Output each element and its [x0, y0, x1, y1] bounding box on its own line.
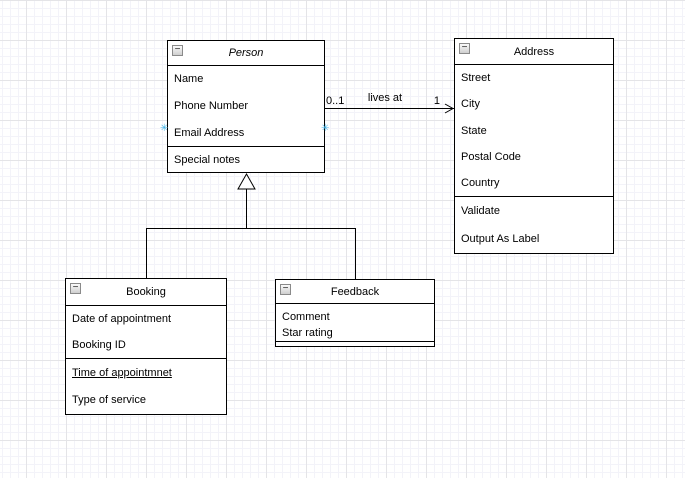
- attribute-row: Name: [174, 73, 204, 86]
- attribute-row: Country: [461, 176, 500, 189]
- class-person[interactable]: − Person Name Phone Number Email Address…: [167, 40, 325, 173]
- attribute-row: State: [461, 124, 487, 137]
- method-row: Validate: [461, 205, 500, 217]
- attribute-row: Comment: [282, 311, 330, 323]
- class-address[interactable]: − Address Street City State Postal Code …: [454, 38, 614, 254]
- connector-segment-horizontal[interactable]: [146, 228, 356, 229]
- collapse-icon[interactable]: −: [70, 283, 81, 294]
- method-row: Output As Label: [461, 233, 540, 245]
- association-source-multiplicity: 0..1: [326, 95, 345, 107]
- class-booking[interactable]: − Booking Date of appointment Booking ID…: [65, 278, 227, 415]
- association-target-multiplicity: 1: [433, 95, 440, 107]
- attribute-row: Booking ID: [72, 339, 126, 351]
- connection-point-icon[interactable]: ✳: [160, 123, 169, 134]
- attribute-row: Phone Number: [174, 100, 248, 112]
- connector-segment-booking-drop[interactable]: [146, 228, 147, 278]
- attribute-row: Street: [461, 72, 491, 85]
- class-feedback[interactable]: − Feedback Comment Star rating: [275, 279, 435, 347]
- attribute-row: Date of appointment: [72, 313, 172, 325]
- class-title: Feedback: [330, 285, 380, 298]
- collapse-icon[interactable]: −: [280, 284, 291, 295]
- attribute-row: City: [461, 98, 480, 111]
- association-label: lives at: [367, 92, 403, 104]
- collapse-icon[interactable]: −: [172, 45, 183, 56]
- class-title: Booking: [126, 286, 166, 298]
- attribute-row: Star rating: [282, 327, 333, 339]
- collapse-icon[interactable]: −: [459, 43, 470, 54]
- method-row: Time of appointmnet: [72, 366, 172, 379]
- attribute-row: Postal Code: [461, 150, 521, 163]
- connector-segment-stem[interactable]: [246, 189, 247, 228]
- connector-segment-feedback-drop[interactable]: [355, 228, 356, 279]
- inheritance-triangle-icon: [237, 172, 256, 190]
- association-line[interactable]: [325, 108, 454, 109]
- method-row: Special notes: [174, 153, 241, 166]
- class-title: Address: [513, 45, 555, 58]
- association-arrowhead-icon: [444, 103, 455, 114]
- class-title: Person: [228, 47, 264, 59]
- attribute-row: Email Address: [174, 126, 245, 139]
- method-row: Type of service: [72, 394, 146, 407]
- connection-point-icon[interactable]: ✳: [321, 123, 330, 134]
